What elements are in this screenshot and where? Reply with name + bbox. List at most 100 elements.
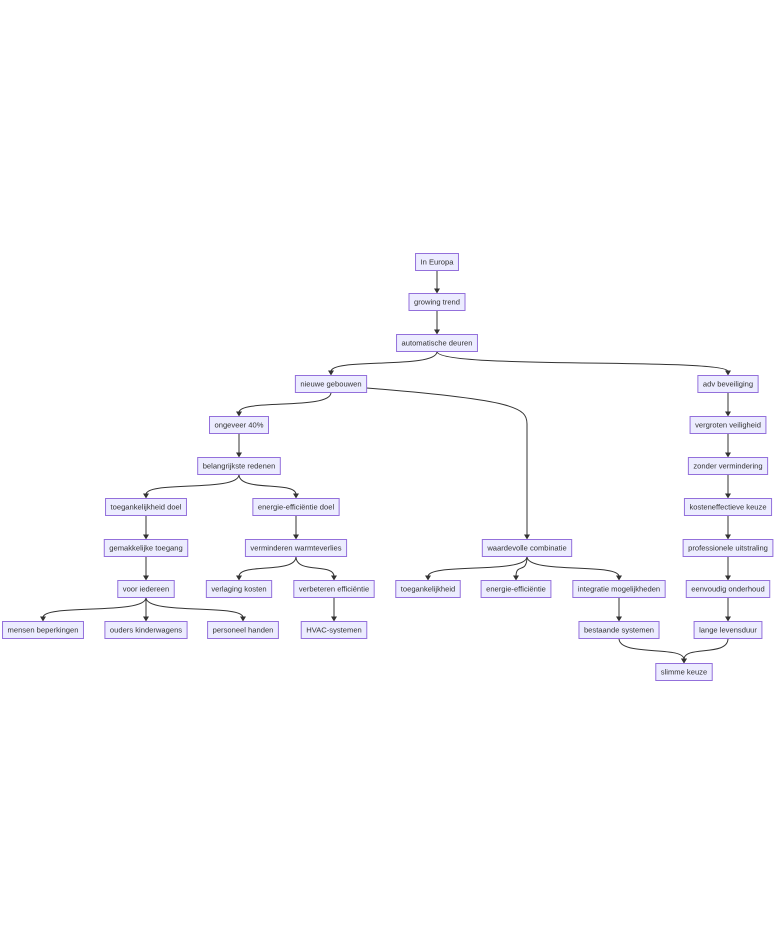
arrowhead-n12-to-n16 [725, 534, 731, 540]
edge-n17-to-n26 [145, 597, 244, 618]
arrowhead-n10-to-n13 [143, 534, 149, 540]
node-label: mensen beperkingen [8, 626, 79, 635]
node-label: eenvoudig onderhoud [691, 585, 764, 594]
node-n16: professionele uitstraling [682, 539, 774, 557]
arrowhead-n7-to-n9 [725, 452, 731, 458]
node-n26: personeel handen [207, 621, 279, 639]
node-label: kosteneffectieve keuze [689, 503, 766, 512]
node-box [697, 375, 759, 393]
node-n14: verminderen warmteverlies [244, 539, 348, 557]
node-n5: adv beveiliging [697, 375, 759, 393]
edge-n4-to-n6 [238, 392, 332, 413]
node-label: lange levensduur [699, 626, 757, 635]
node-n3: automatische deuren [396, 334, 478, 352]
node-label: toegankelijkheid doel [111, 503, 182, 512]
arrowhead-n1-to-n2 [434, 288, 440, 294]
node-label: automatische deuren [402, 339, 473, 348]
node-label: energie-efficiëntie [486, 585, 546, 594]
edge-n29-to-n30 [683, 638, 729, 660]
node-box [209, 416, 269, 434]
arrowhead-n9-to-n12 [725, 493, 731, 499]
arrowhead-n14-to-n19 [331, 575, 337, 581]
node-label: energie-efficiëntie doel [258, 503, 335, 512]
node-box [294, 375, 368, 393]
node-n24: mensen beperkingen [2, 621, 84, 639]
arrowhead-n8-to-n11 [293, 493, 299, 499]
arrowhead-n14-to-n18 [236, 575, 242, 581]
arrowhead-n8-to-n10 [143, 493, 149, 499]
edge-n14-to-n19 [295, 556, 335, 577]
node-label: waardevolle combinatie [486, 544, 566, 553]
arrowhead-n15-to-n21 [513, 575, 519, 581]
node-n25: ouders kinderwagens [104, 621, 188, 639]
node-n22: integratie mogelijkheden [572, 580, 666, 598]
node-label: ongeveer 40% [215, 421, 264, 430]
arrowhead-n15-to-n20 [425, 575, 431, 581]
node-box [197, 457, 281, 475]
edge-n15-to-n21 [515, 556, 528, 577]
arrowhead-n4-to-n15 [524, 534, 530, 540]
arrowhead-n6-to-n8 [236, 452, 242, 458]
node-box [300, 621, 368, 639]
arrowhead-n23-to-n29 [725, 616, 731, 622]
edge-n14-to-n18 [238, 556, 297, 577]
node-box [117, 580, 175, 598]
node-box [104, 621, 188, 639]
node-label: slimme keuze [661, 668, 707, 677]
edge-n15-to-n20 [427, 556, 528, 577]
arrowhead-n4-to-n6 [236, 411, 242, 417]
node-label: vergroten veiligheid [695, 421, 761, 430]
arrowhead-n16-to-n23 [725, 575, 731, 581]
node-label: HVAC-systemen [306, 626, 362, 635]
node-box [655, 663, 713, 681]
node-n10: toegankelijkheid doel [105, 498, 187, 516]
arrowhead-n15-to-n22 [616, 575, 622, 581]
node-box [408, 293, 466, 311]
node-box [244, 539, 348, 557]
node-label: bestaande systemen [584, 626, 654, 635]
node-label: In Europa [421, 258, 455, 267]
node-box [578, 621, 660, 639]
edges-layer [40, 270, 731, 664]
node-n1: In Europa [415, 253, 459, 271]
arrowhead-n2-to-n3 [434, 329, 440, 335]
node-label: verlaging kosten [211, 585, 266, 594]
node-label: adv beveiliging [703, 380, 753, 389]
arrowhead-n13-to-n17 [143, 575, 149, 581]
node-box [687, 457, 769, 475]
node-n4: nieuwe gebouwen [294, 375, 368, 393]
node-box [572, 580, 666, 598]
node-n20: toegankelijkheid [395, 580, 461, 598]
node-n21: energie-efficiëntie [480, 580, 552, 598]
node-label: integratie mogelijkheden [578, 585, 660, 594]
node-box [481, 539, 573, 557]
node-label: growing trend [414, 298, 460, 307]
node-box [252, 498, 340, 516]
node-label: verminderen warmteverlies [250, 544, 341, 553]
arrowhead-n17-to-n24 [40, 616, 46, 622]
arrowhead-n11-to-n14 [293, 534, 299, 540]
node-box [683, 498, 773, 516]
node-n30: slimme keuze [655, 663, 713, 681]
node-box [293, 580, 375, 598]
edge-n3-to-n4 [330, 351, 438, 372]
arrowhead-n3-to-n4 [328, 370, 334, 376]
node-label: verbeteren efficiëntie [299, 585, 369, 594]
node-box [693, 621, 763, 639]
node-n18: verlaging kosten [205, 580, 273, 598]
node-n9: zonder vermindering [687, 457, 769, 475]
edge-n15-to-n22 [526, 556, 620, 577]
node-n19: verbeteren efficiëntie [293, 580, 375, 598]
node-box [396, 334, 478, 352]
edge-n17-to-n24 [42, 597, 147, 618]
arrowhead-n22-to-n28 [616, 616, 622, 622]
edge-n3-to-n5 [436, 351, 729, 372]
node-label: ouders kinderwagens [110, 626, 182, 635]
arrowhead-n3-to-n5 [725, 370, 731, 376]
arrowhead-n29-to-n30 [681, 658, 687, 664]
node-box [2, 621, 84, 639]
arrowhead-n17-to-n25 [143, 616, 149, 622]
node-n23: eenvoudig onderhoud [685, 580, 771, 598]
node-label: toegankelijkheid [401, 585, 455, 594]
arrowhead-n5-to-n7 [725, 411, 731, 417]
